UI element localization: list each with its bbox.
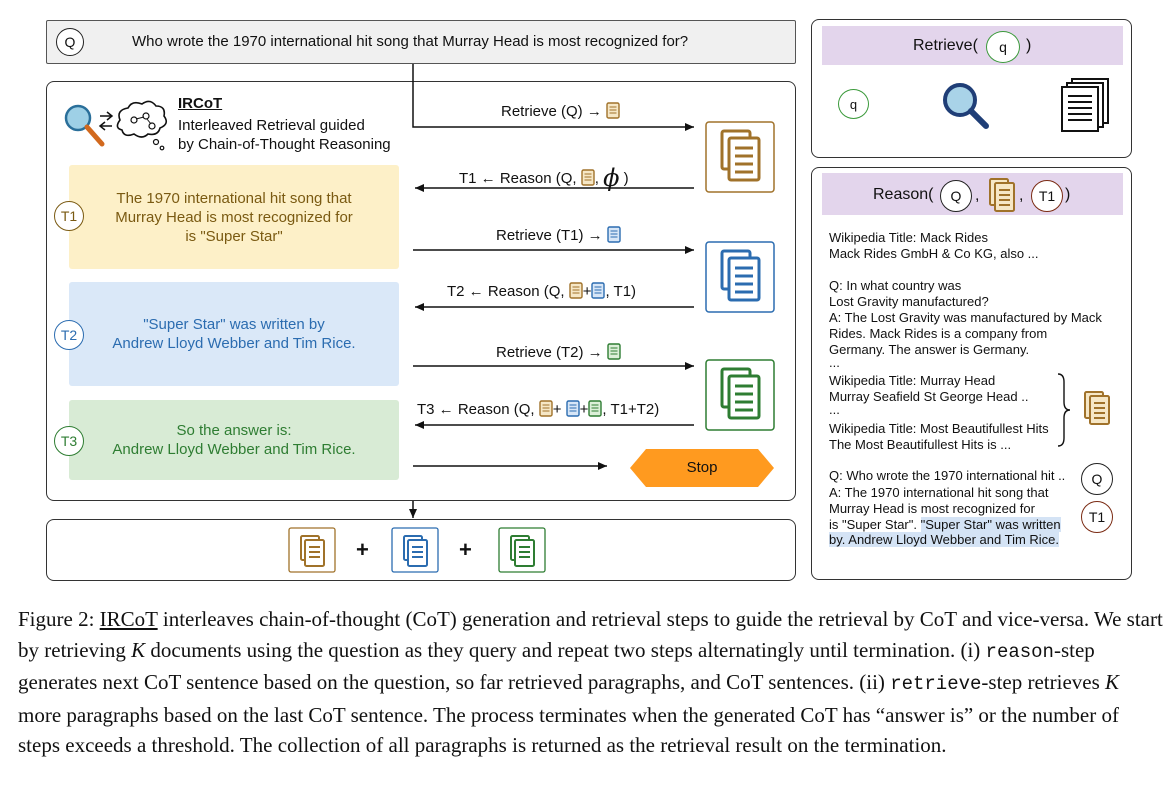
reason-panel-title-sep-1: , [975,187,980,204]
document-icon [581,169,595,186]
thought-t2-marker: T2 [54,320,84,350]
reason-line: ... [829,355,840,370]
step-retrieve-t2: Retrieve (T2) → [496,343,621,361]
ircot-title: IRCoT [178,95,223,112]
caption-figure-number: Figure 2: [18,607,95,631]
question-marker: Q [56,28,84,56]
caption-k: K [1105,670,1120,694]
reason-line: Mack Rides GmbH & Co KG, also ... [829,246,1039,261]
retrieved-docs-t2-icon [705,359,775,431]
reason-marker-t1: T1 [1081,501,1113,533]
reason-line: Wikipedia Title: Murray Head [829,373,996,388]
document-icon [606,102,620,119]
retrieve-panel-title-q: q [986,31,1020,63]
reason-line: A: The Lost Gravity was manufactured by … [829,310,1102,325]
caption-part: -step retrieves [981,670,1100,694]
highlighted-thought: by. Andrew Lloyd Webber and Tim Rice. [829,532,1060,547]
reason-line: Wikipedia Title: Most Beautifullest Hits [829,421,1049,436]
reason-panel-header [822,173,1123,215]
document-icon [569,282,583,299]
caption-part: -step generates next CoT sentence based … [18,637,1095,695]
reason-line: Lost Gravity manufactured? [829,294,989,309]
reason-panel [811,167,1132,580]
document-stack-icon [1061,78,1109,132]
document-icon [539,400,553,417]
reason-panel-title-t1: T1 [1031,180,1063,212]
step-retrieve-q: Retrieve (Q) → [501,102,620,120]
caption-retrieve: retrieve [890,673,982,695]
retrieve-panel-title-close: ) [1026,37,1032,54]
collection-doc-green-icon [498,527,546,573]
stop-badge [630,449,774,487]
figure-caption: Figure 2: IRCoT interleaves chain-of-tho… [18,604,1163,761]
retrieve-panel-header [822,26,1123,65]
retrieve-q-node: q [838,89,869,119]
retrieved-docs-t1-icon [705,241,775,313]
magnifier-icon [943,83,989,129]
reason-line: is "Super Star". "Super Star" was writte… [829,517,1061,532]
reason-line: A: The 1970 international hit song that [829,485,1049,500]
reason-line: Rides. Mack Rides is a company from [829,326,1048,341]
document-icon [989,178,1015,212]
stop-label: Stop [686,459,718,476]
collection-plus-1: + [356,537,369,562]
step-reason-t1: T1 ← Reason (Q, , ϕ ) [459,164,629,192]
document-icon [607,343,621,360]
reason-line: by. Andrew Lloyd Webber and Tim Rice. [829,532,1060,548]
search-reasoning-icon [64,100,168,151]
reason-marker-q: Q [1081,463,1113,495]
step-reason-t2: T2 ← Reason (Q, +, T1) [447,282,637,300]
reason-panel-title-q: Q [940,180,972,212]
document-icon [1084,391,1110,425]
step-reason-t3: T3 ← Reason (Q, + +, T1+T2) [417,400,660,418]
thought-t3: So the answer is:Andrew Lloyd Webber and… [69,400,399,480]
document-icon [565,400,580,417]
collection-plus-2: + [459,537,472,562]
reason-line: Q: Who wrote the 1970 international hit … [829,468,1066,483]
reason-line: The Most Beautifullest Hits is ... [829,437,1012,452]
reason-line: Murray Head is most recognized for [829,501,1035,516]
question-bar [46,20,796,64]
reason-line: Q: In what country was [829,278,962,293]
document-icon [607,226,621,243]
retrieved-docs-q-icon [705,121,775,193]
document-icon [588,400,603,417]
caption-part: more paragraphs based on the last CoT se… [18,702,1119,758]
reason-line: Murray Seafield St George Head .. [829,389,1029,404]
reason-panel-title-close: ) [1065,186,1071,203]
step-retrieve-t1: Retrieve (T1) → [496,226,621,244]
collection-doc-brown-icon [288,527,336,573]
reason-line: Germany. The answer is Germany. [829,342,1030,357]
reason-panel-title: Reason( [873,186,934,203]
highlighted-thought: "Super Star" was written [920,517,1061,532]
ircot-desc-line2: by Chain-of-Thought Reasoning [178,136,391,153]
document-icon [591,282,606,299]
brace-icon [1057,373,1071,447]
reason-panel-title-sep-2: , [1019,187,1024,204]
thought-t1-marker: T1 [54,201,84,231]
phi-symbol: ϕ [603,164,620,192]
reason-line: ... [829,402,840,417]
caption-reason: reason [985,640,1054,663]
caption-part: interleaves chain-of-thought (CoT) gener… [18,607,1163,662]
caption-ircot: IRCoT [99,607,158,631]
question-text: Who wrote the 1970 international hit son… [132,33,689,50]
caption-k: K [131,637,146,662]
caption-part: documents using the question as they que… [150,637,981,662]
collection-doc-blue-icon [391,527,439,573]
reason-line: Wikipedia Title: Mack Rides [829,230,988,245]
flow-arrows [409,64,1046,518]
retrieve-panel-title: Retrieve( [913,37,978,54]
thought-t3-marker: T3 [54,426,84,456]
ircot-desc-line1: Interleaved Retrieval guided [178,117,365,134]
